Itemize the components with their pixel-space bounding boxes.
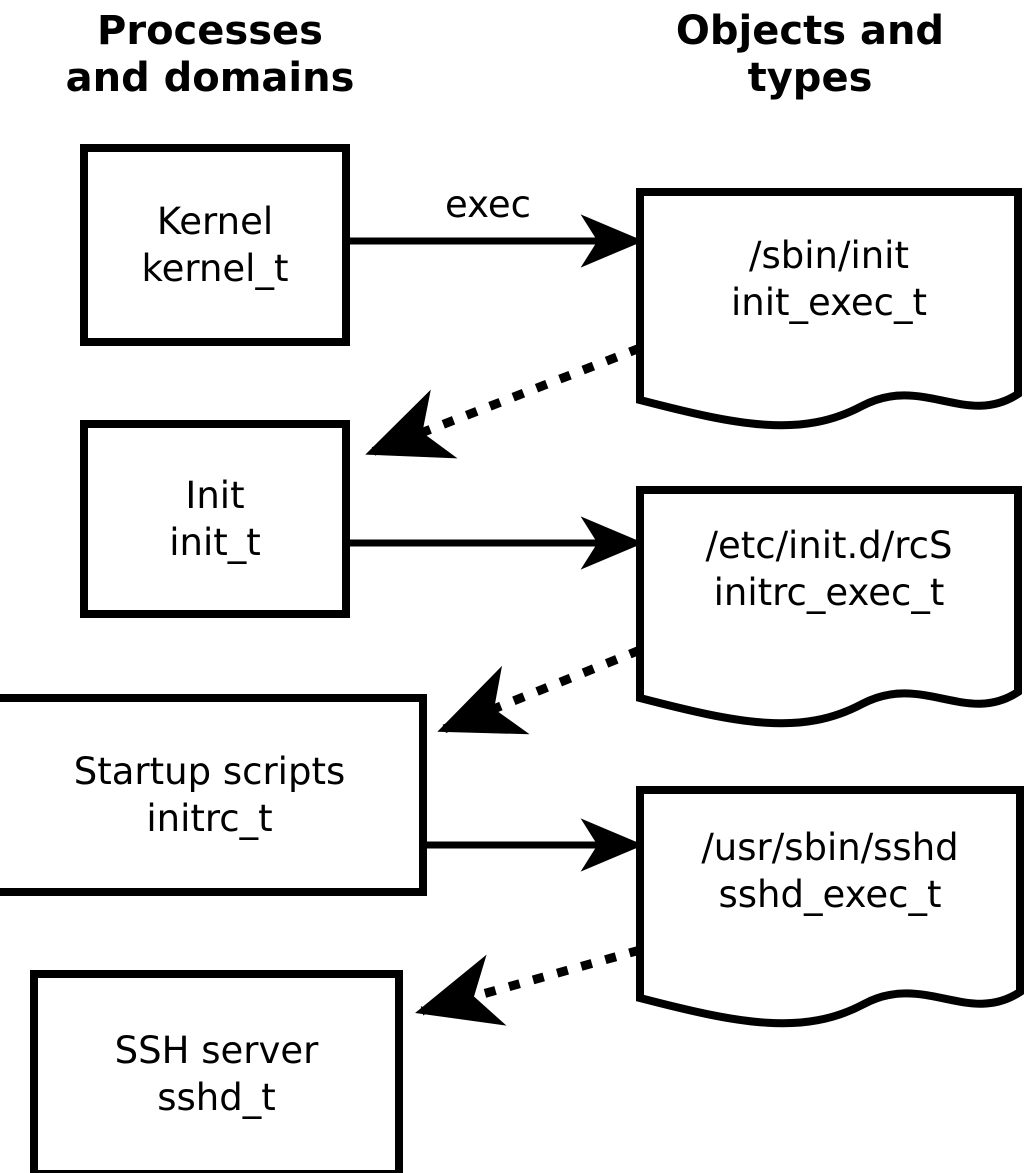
document-shape-sshd-exec [636,786,1024,1028]
process-name-kernel: Kernel [156,199,274,243]
object-type-sshd-exec: sshd_exec_t [718,873,942,917]
process-box-initrc[interactable]: Startup scripts initrc_t [0,694,427,896]
process-name-init: Init [185,473,245,517]
object-path-init-exec: /sbin/init [749,234,909,277]
edge-label-exec: exec [445,183,531,226]
process-type-initrc: initrc_t [146,797,273,840]
edge-init-exec-to-init [365,343,642,459]
object-path-sshd-exec: /usr/sbin/sshd [701,826,959,869]
object-doc-initrc-exec[interactable]: /etc/init.d/rcS initrc_exec_t [636,486,1022,734]
object-doc-sshd-exec[interactable]: /usr/sbin/sshd sshd_exec_t [636,786,1024,1034]
object-label-init-exec: /sbin/init init_exec_t [636,232,1022,327]
column-header-objects: Objects and types [675,8,945,102]
process-name-initrc: Startup scripts [73,749,346,793]
object-doc-init-exec[interactable]: /sbin/init init_exec_t [636,188,1022,436]
object-type-initrc-exec: initrc_exec_t [713,571,945,615]
object-type-init-exec: init_exec_t [730,281,927,325]
process-name-sshd: SSH server [114,1028,319,1072]
edge-sshd-exec-to-sshd [415,945,642,1026]
process-box-sshd[interactable]: SSH server sshd_t [30,970,403,1173]
object-label-sshd-exec: /usr/sbin/sshd sshd_exec_t [636,824,1024,919]
document-shape-initrc-exec [636,486,1022,728]
document-shape-init-exec [636,188,1022,430]
process-type-kernel: kernel_t [141,247,289,290]
process-box-kernel[interactable]: Kernel kernel_t [80,144,350,346]
edge-initrc-exec-to-initrc [437,645,642,735]
process-box-init[interactable]: Init init_t [80,420,350,618]
object-path-initrc-exec: /etc/init.d/rcS [705,524,953,567]
process-type-init: init_t [169,521,261,564]
column-header-processes: Processes and domains [65,8,355,102]
process-type-sshd: sshd_t [157,1076,276,1119]
object-label-initrc-exec: /etc/init.d/rcS initrc_exec_t [636,522,1022,617]
